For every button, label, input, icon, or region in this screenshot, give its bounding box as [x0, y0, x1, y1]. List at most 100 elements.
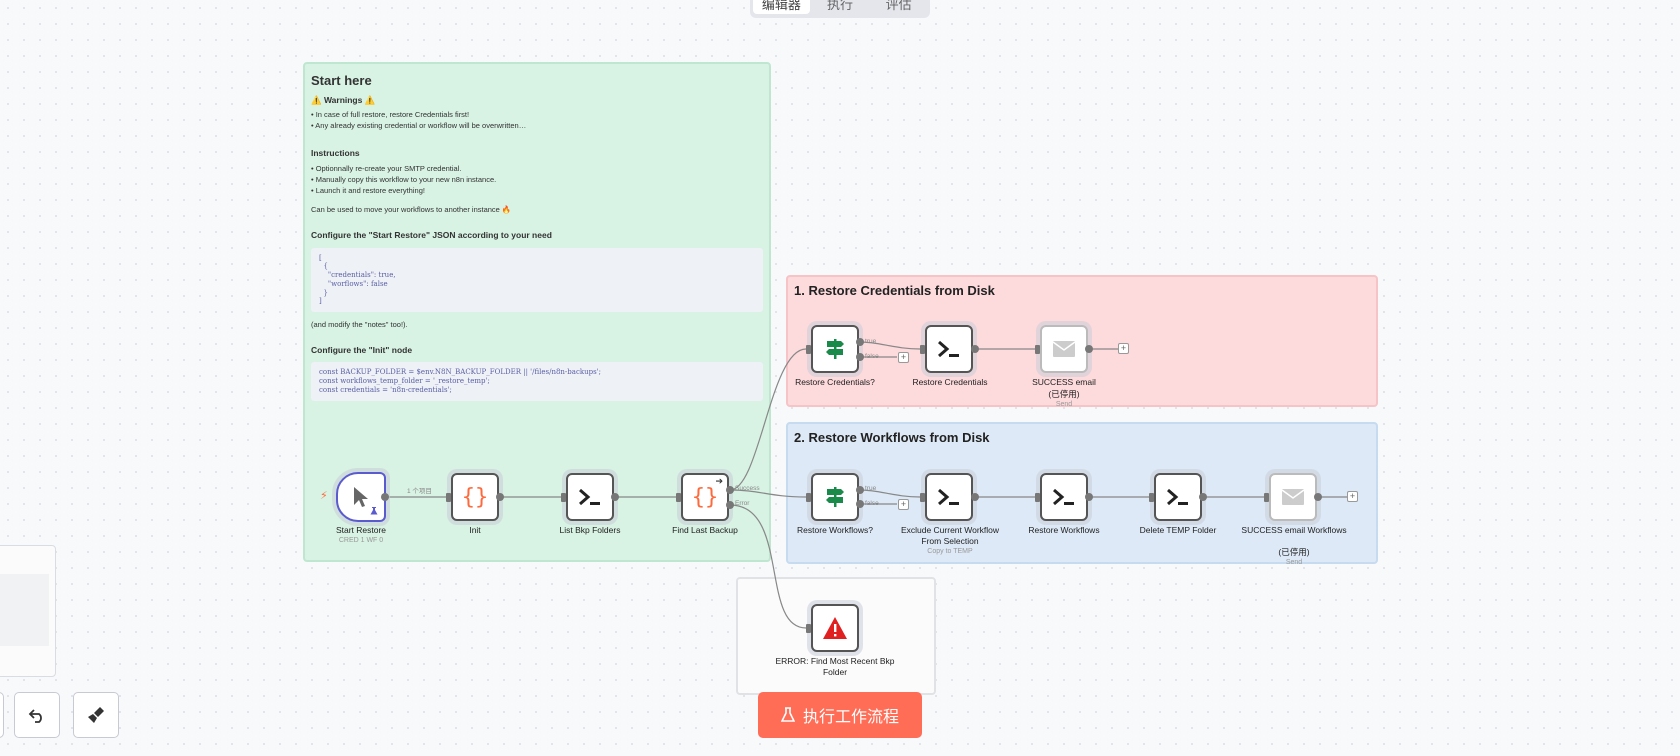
- success-email-wf-add-button[interactable]: +: [1347, 491, 1358, 502]
- restore-wf-output-handle[interactable]: [1085, 493, 1093, 501]
- warning-line: • In case of full restore, restore Crede…: [311, 110, 470, 120]
- error-node-label: ERROR: Find Most Recent Bkp Folder: [775, 656, 895, 677]
- delete-temp-output-handle[interactable]: [1199, 493, 1207, 501]
- undo-icon: [28, 709, 42, 723]
- success-email-sub: Send: [1055, 401, 1073, 408]
- exclude-label: Exclude Current Workflow From Selection: [900, 525, 1000, 546]
- modify-notes-text: (and modify the "notes" too!).: [311, 319, 408, 329]
- execute-workflow-label: 执行工作流程: [802, 707, 899, 726]
- find-last-error-handle[interactable]: [726, 501, 734, 509]
- broom-icon: [88, 707, 104, 723]
- success-email-wf-output-handle[interactable]: [1314, 493, 1322, 501]
- terminal-icon: [1167, 488, 1188, 506]
- wf-if-input-handle[interactable]: [806, 493, 811, 502]
- restore-wf-input-handle[interactable]: [1035, 493, 1040, 502]
- exclude-current-workflow-node[interactable]: [925, 473, 973, 521]
- terminal-icon: [579, 488, 600, 506]
- tab-evaluations[interactable]: 评估: [885, 0, 912, 12]
- left-edge-button[interactable]: [0, 692, 4, 738]
- instructions-title: Instructions: [311, 148, 360, 159]
- exclude-input-handle[interactable]: [920, 493, 925, 502]
- code-braces-icon: {}: [461, 484, 489, 510]
- error-label: Error: [735, 500, 750, 507]
- success-email-status: (已停用): [1048, 389, 1080, 399]
- undo-button[interactable]: [14, 692, 60, 738]
- restore-cred-label: Restore Credentials: [912, 377, 988, 387]
- list-bkp-input-handle[interactable]: [561, 493, 566, 502]
- restore-workflows-if-node[interactable]: [811, 473, 859, 521]
- success-email-output-handle[interactable]: [1085, 345, 1093, 353]
- mail-icon: [1281, 489, 1305, 505]
- find-last-success-handle[interactable]: [726, 486, 734, 494]
- wf-if-false-handle[interactable]: [856, 500, 864, 508]
- delete-temp-input-handle[interactable]: [1149, 493, 1154, 502]
- instruction-line: • Optionnally re-create your SMTP creden…: [311, 163, 462, 173]
- init-label: Init: [469, 525, 481, 535]
- init-code: const BACKUP_FOLDER = $env.N8N_BACKUP_FO…: [311, 362, 763, 401]
- code-braces-icon: {}: [691, 484, 719, 510]
- wf-if-true-handle[interactable]: [856, 486, 864, 494]
- warnings-title: ⚠️ Warnings ⚠️: [311, 94, 376, 105]
- list-bkp-label: List Bkp Folders: [559, 525, 621, 535]
- find-last-input-handle[interactable]: [676, 493, 681, 502]
- list-bkp-output-handle[interactable]: [611, 493, 619, 501]
- flask-icon: [780, 707, 795, 722]
- configure-init-title: Configure the "Init" node: [311, 344, 413, 355]
- cred-if-label: Restore Credentials?: [795, 377, 875, 387]
- error-find-recent-node[interactable]: [811, 604, 859, 652]
- start-json-code: [ { "credentials": true, "worflows": fal…: [311, 247, 763, 312]
- move-note: Can be used to move your workflows to an…: [311, 205, 512, 215]
- restore-credentials-node[interactable]: [925, 325, 973, 373]
- start-restore-sub: CRED 1 WF 0: [338, 537, 384, 544]
- success-email-input-handle[interactable]: [1035, 345, 1040, 354]
- items-count-label: 1 个项目: [407, 488, 432, 495]
- exclude-output-handle[interactable]: [971, 493, 979, 501]
- find-last-label: Find Last Backup: [672, 525, 738, 535]
- restore-workflows-node[interactable]: [1040, 473, 1088, 521]
- init-output-handle[interactable]: [496, 493, 504, 501]
- delete-temp-folder-node[interactable]: [1154, 473, 1202, 521]
- restore-wf-label: Restore Workflows: [1028, 525, 1100, 535]
- tab-editor[interactable]: 编辑器: [753, 0, 810, 14]
- cred-if-false-add-button[interactable]: +: [898, 352, 909, 363]
- restore-credentials-if-node[interactable]: [811, 325, 859, 373]
- success-label: Success: [735, 485, 760, 492]
- side-panel-content: [0, 574, 49, 646]
- trigger-bolt-icon: ⚡: [320, 490, 328, 502]
- terminal-icon: [1053, 488, 1074, 506]
- instruction-line: • Launch it and restore everything!: [311, 185, 425, 195]
- cred-if-true-handle[interactable]: [856, 338, 864, 346]
- if-signpost-icon: [826, 339, 844, 359]
- start-restore-label: Start Restore: [335, 525, 387, 535]
- success-email-node[interactable]: [1040, 325, 1088, 373]
- start-restore-node[interactable]: [336, 472, 386, 522]
- terminal-icon: [938, 488, 959, 506]
- init-node[interactable]: {}: [451, 473, 499, 521]
- error-node-input-handle[interactable]: [806, 624, 811, 633]
- init-input-handle[interactable]: [446, 493, 451, 502]
- warning-line: • Any already existing credential or wor…: [311, 121, 527, 131]
- mail-icon: [1052, 341, 1076, 357]
- success-email-workflows-node[interactable]: [1269, 473, 1317, 521]
- view-tabs: 编辑器 执行 评估: [750, 0, 930, 18]
- tidy-up-button[interactable]: [73, 692, 119, 738]
- cred-if-false-handle[interactable]: [856, 353, 864, 361]
- restore-cred-output-handle[interactable]: [971, 345, 979, 353]
- success-email-wf-sub: Send: [1285, 559, 1303, 566]
- instruction-line: • Manually copy this workflow to your ne…: [311, 174, 497, 184]
- wf-if-false-add-button[interactable]: +: [898, 499, 909, 510]
- start-note-title: Start here: [311, 73, 372, 88]
- success-email-wf-label: SUCCESS email Workflows: [1241, 525, 1347, 535]
- success-email-wf-input-handle[interactable]: [1264, 493, 1269, 502]
- success-email-add-button[interactable]: +: [1118, 343, 1129, 354]
- wf-if-label: Restore Workflows?: [797, 525, 873, 535]
- start-restore-output-handle[interactable]: [381, 493, 389, 501]
- tab-executions[interactable]: 执行: [827, 0, 854, 12]
- cred-if-input-handle[interactable]: [806, 345, 811, 354]
- execute-workflow-button[interactable]: 执行工作流程: [758, 692, 922, 738]
- cursor-icon: [354, 487, 368, 507]
- credentials-note-title: 1. Restore Credentials from Disk: [794, 283, 995, 298]
- restore-cred-input-handle[interactable]: [920, 345, 925, 354]
- find-last-backup-node[interactable]: {} ➔: [681, 473, 729, 521]
- list-bkp-folders-node[interactable]: [566, 473, 614, 521]
